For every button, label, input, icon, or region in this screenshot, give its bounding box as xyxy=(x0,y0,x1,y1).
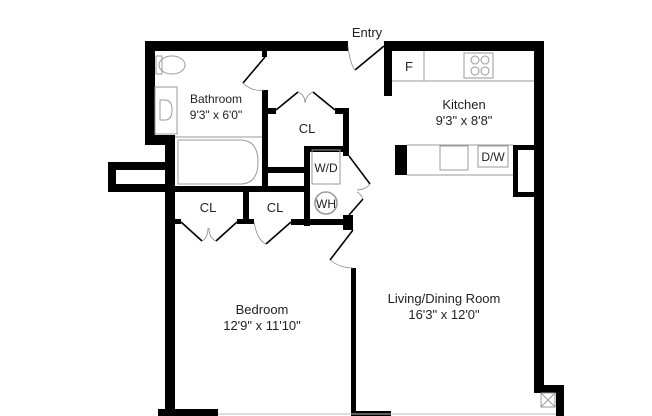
dishwasher-box xyxy=(477,145,509,168)
bedroom-label: Bedroom 12'9" x 11'10" xyxy=(223,302,301,334)
kitchen-sink-icon xyxy=(439,145,469,171)
bathroom-label: Bathroom 9'3" x 6'0" xyxy=(190,91,242,123)
kitchen-label: Kitchen 9'3" x 8'8" xyxy=(436,97,493,129)
room-dims: 9'3" x 6'0" xyxy=(189,108,243,122)
room-name: Kitchen xyxy=(442,97,486,112)
room-dims: 16'3" x 12'0" xyxy=(408,307,480,322)
entry-label: Entry xyxy=(351,25,383,40)
doors xyxy=(180,45,385,269)
room-name: Living/Dining Room xyxy=(387,291,501,306)
fixtures xyxy=(154,51,556,415)
room-dims: 9'3" x 8'8" xyxy=(435,113,493,128)
living-dining-label: Living/Dining Room 16'3" x 12'0" xyxy=(388,291,501,323)
dishwasher-label: D/W xyxy=(481,150,505,164)
toilet-tank-icon xyxy=(155,55,163,75)
closet-label-3: CL xyxy=(266,200,284,215)
bathroom-sink-icon xyxy=(159,99,173,121)
room-name: Bathroom xyxy=(189,92,243,106)
closet-label-2: CL xyxy=(199,200,217,215)
stove-icon xyxy=(463,52,494,79)
closet-label-1: CL xyxy=(298,121,316,136)
washer-dryer-label: W/D xyxy=(314,161,338,175)
room-dims: 12'9" x 11'10" xyxy=(223,318,301,333)
water-heater-label: WH xyxy=(316,197,336,211)
fridge-label: F xyxy=(405,59,413,74)
room-name: Bedroom xyxy=(235,302,289,317)
toilet-icon xyxy=(158,55,186,75)
walls xyxy=(108,41,564,416)
bathtub-icon xyxy=(177,139,259,185)
